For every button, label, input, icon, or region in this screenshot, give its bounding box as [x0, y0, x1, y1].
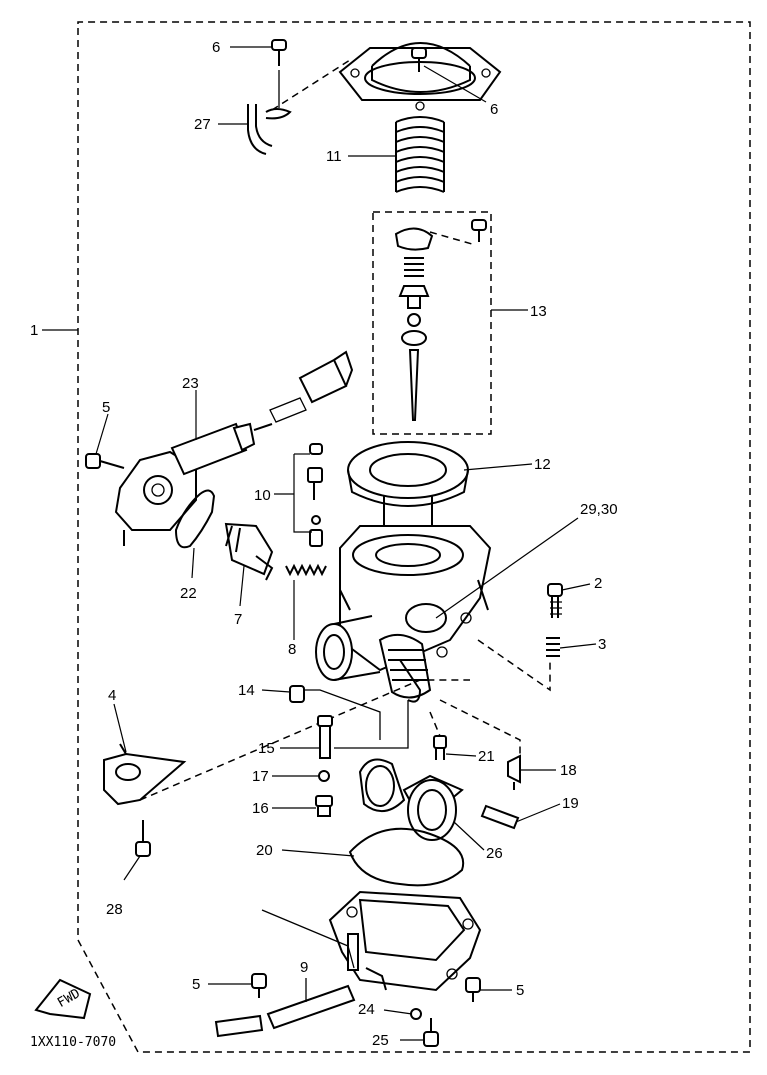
callout-22: 22 — [180, 585, 197, 602]
leader-lines — [42, 46, 597, 1041]
callout-15: 15 — [258, 740, 275, 757]
callout-2: 2 — [594, 575, 602, 592]
screw-5-bowl-left — [251, 973, 267, 998]
spring-3 — [546, 637, 560, 657]
throttle-position-sensor — [114, 350, 354, 546]
callout-7: 7 — [234, 611, 242, 628]
float-26 — [358, 758, 464, 841]
starter-plunger-7 — [224, 522, 274, 581]
callout-9: 9 — [300, 959, 308, 976]
screw-28 — [135, 820, 151, 857]
callout-4: 4 — [108, 687, 116, 704]
pilot-jet-21 — [433, 735, 447, 760]
callout-5-bowl-left: 5 — [192, 976, 200, 993]
float-needle-18 — [507, 754, 521, 790]
callout-5-bowl-right: 5 — [516, 982, 524, 999]
jet-guide — [334, 700, 409, 749]
needle-assembly-parts — [394, 219, 487, 421]
carburetor-body — [315, 525, 492, 703]
callout-6-top: 6 — [212, 39, 220, 56]
callout-29-30: 29,30 — [580, 501, 618, 518]
drain-hose-9 — [214, 978, 356, 1038]
gasket-20 — [348, 827, 465, 887]
o-ring-24 — [410, 1008, 422, 1020]
callout-27: 27 — [194, 116, 211, 133]
callout-16: 16 — [252, 800, 269, 817]
callout-26: 26 — [486, 845, 503, 862]
bracket-4 — [103, 743, 187, 806]
callout-12: 12 — [534, 456, 551, 473]
callout-20: 20 — [256, 842, 273, 859]
callout-23: 23 — [182, 375, 199, 392]
callout-17: 17 — [252, 768, 269, 785]
mixing-chamber-top — [347, 441, 469, 560]
bracket-guide — [139, 679, 470, 801]
callout-6-cover: 6 — [490, 101, 498, 118]
callout-24: 24 — [358, 1001, 375, 1018]
part-14 — [289, 685, 305, 703]
screw-6-top — [271, 39, 287, 108]
callout-3: 3 — [598, 636, 606, 653]
callout-labels: 1 6 6 27 11 13 23 5 12 10 29,30 22 2 7 3… — [30, 39, 618, 1049]
callout-28: 28 — [106, 901, 123, 918]
float-pin-19 — [480, 804, 520, 830]
top-cover — [271, 42, 502, 111]
callout-21: 21 — [478, 748, 495, 765]
callout-1: 1 — [30, 322, 38, 339]
assembly-boundary — [77, 21, 751, 1053]
screw-5-bowl-right — [465, 977, 481, 1002]
part-14-guide — [304, 689, 381, 740]
callout-10: 10 — [254, 487, 271, 504]
o-ring-17 — [318, 770, 330, 782]
screw-5-sensor — [85, 453, 125, 469]
spring-3-guide — [477, 639, 551, 692]
callout-14: 14 — [238, 682, 255, 699]
drawing-reference: 1XX110-7070 — [30, 1035, 116, 1050]
bowl-guide — [261, 909, 355, 969]
callout-5-sensor: 5 — [102, 399, 110, 416]
pilot-screw-set — [307, 443, 323, 547]
main-jet-16 — [315, 795, 333, 817]
needle-jet-15 — [317, 715, 333, 759]
spring-11 — [395, 116, 445, 193]
needle-assembly-box — [372, 211, 492, 435]
callout-13: 13 — [530, 303, 547, 320]
callout-25: 25 — [372, 1032, 389, 1049]
screw-2 — [547, 583, 563, 618]
callout-19: 19 — [562, 795, 579, 812]
callout-11: 11 — [326, 148, 342, 165]
callout-8: 8 — [288, 641, 296, 658]
fwd-arrow-icon — [34, 978, 92, 1020]
gasket-22 — [174, 489, 216, 549]
float-bowl — [328, 890, 482, 992]
callout-18: 18 — [560, 762, 577, 779]
screw-6-cover — [411, 47, 427, 72]
spring-8 — [285, 563, 327, 577]
drain-screw-25 — [423, 1018, 439, 1047]
clip-27 — [247, 104, 292, 155]
float-needle-guide — [439, 699, 521, 756]
